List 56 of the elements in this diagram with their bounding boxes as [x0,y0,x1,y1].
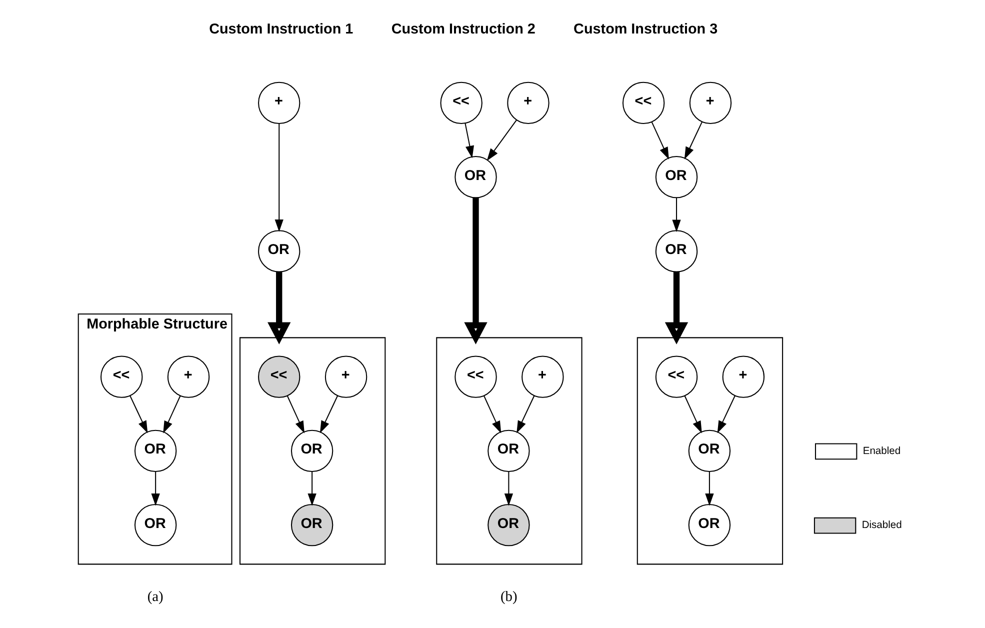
arrow [464,123,474,158]
arrow [684,122,702,160]
label: Custom Instruction 3 [573,22,718,38]
node-circle: OR [134,504,176,546]
node-circle: OR [487,504,530,546]
arrow [286,396,304,434]
node-circle: + [258,82,300,124]
arrow [464,198,487,344]
node-circle: OR [654,230,698,272]
node-circle: OR [134,430,176,472]
arrow [516,395,534,434]
node-circle: OR [654,156,698,198]
arrow [486,120,517,161]
node-circle: + [521,356,564,398]
arrow [672,198,680,232]
label: (a) [146,588,163,605]
legend-label: Disabled [861,520,902,532]
arrow [274,124,283,232]
node-circle: << [454,356,496,398]
arrow [129,395,148,434]
node-circle: OR [290,504,333,546]
node-circle: + [688,82,732,124]
label: (b) [500,588,517,605]
node-circle: + [722,356,764,398]
arrow [716,395,735,434]
arrow [150,472,160,506]
arrow [307,472,316,506]
legend-label: Enabled [862,446,900,458]
arrow [319,395,338,434]
arrow [650,122,668,160]
arrow [664,272,688,344]
node-circle: << [440,82,482,124]
label: Custom Instruction 1 [208,22,353,38]
node-circle: OR [290,430,333,472]
node-circle: + [166,356,210,398]
node-circle: << [622,82,664,124]
node-circle: OR [454,156,496,198]
arrow [504,472,513,506]
arrow [483,396,501,434]
node-circle: + [324,356,367,398]
node-circle: OR [688,430,730,472]
arrow [704,472,714,506]
arrow [162,396,180,434]
cluster [636,337,783,565]
node-circle: + [506,82,549,124]
node-circle: << [100,356,142,398]
arrow [267,272,290,344]
arrow [684,396,702,434]
node-circle: OR [258,230,300,272]
node-circle: << [258,356,300,398]
node-circle: << [654,356,698,398]
node-circle: OR [487,430,530,472]
node-circle: OR [688,504,730,546]
cluster [436,337,582,565]
label: Custom Instruction 2 [390,22,535,38]
cluster [238,337,386,565]
